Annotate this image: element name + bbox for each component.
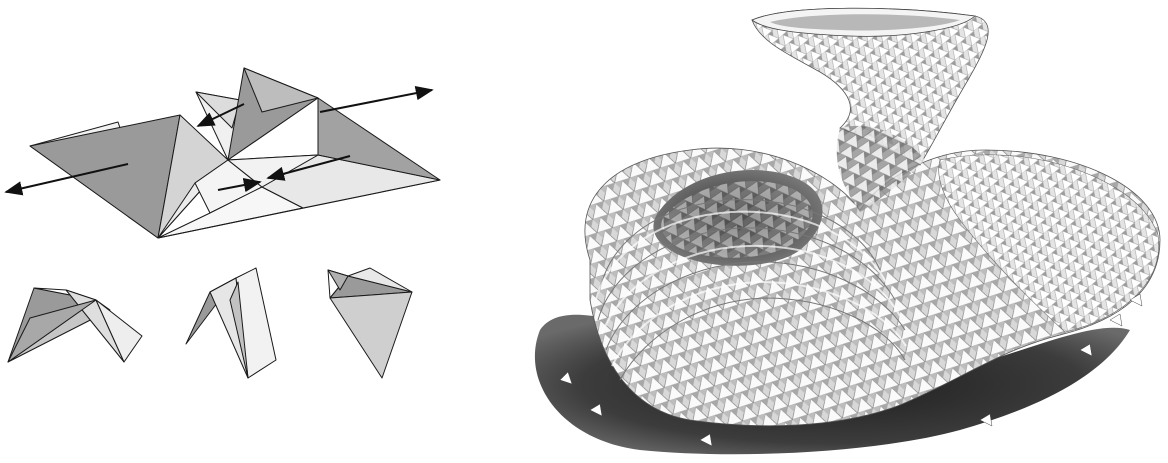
right-panel [535, 8, 1160, 454]
fold-unit-1 [8, 288, 142, 362]
arrow-right [320, 90, 432, 112]
left-panel [6, 68, 440, 378]
fold-unit-2 [186, 268, 276, 378]
folded-sheet [30, 68, 440, 238]
fold-unit-3 [328, 268, 412, 378]
